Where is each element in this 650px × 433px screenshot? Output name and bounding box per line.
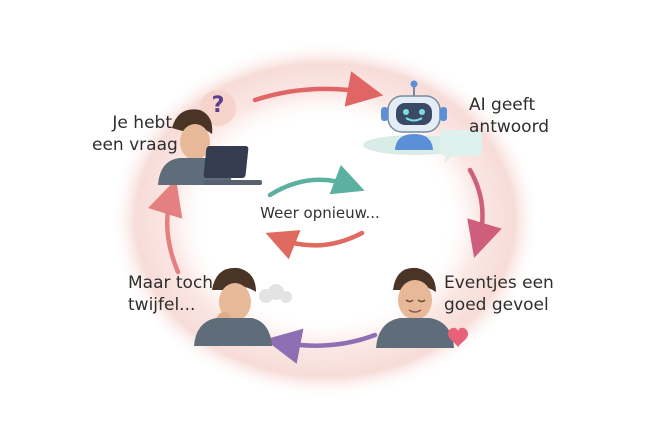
step-label-line: AI geeft — [469, 95, 536, 115]
cloud-icon — [259, 284, 292, 303]
center-arrow-coral — [265, 230, 365, 260]
step-label-doubt: Maar toch twijfel... — [128, 272, 213, 316]
step-label-line: een vraag — [92, 135, 178, 155]
arrow-left — [148, 179, 183, 275]
step-label-line: goed gevoel — [444, 295, 549, 315]
step-label-line: Je hebt — [112, 113, 172, 133]
shirt — [194, 318, 272, 346]
doubting-person — [194, 267, 292, 346]
step-label-question: Je hebt een vraag — [92, 112, 178, 156]
step-label-line: antwoord — [469, 117, 550, 137]
robot-body — [395, 134, 433, 150]
speech-bubble-icon — [440, 130, 482, 164]
step-label-line: twijfel... — [128, 295, 196, 315]
content-person — [376, 267, 468, 348]
center-label: Weer opnieuw... — [260, 204, 380, 222]
center-arrow-teal — [267, 164, 365, 198]
question-mark-icon: ? — [211, 93, 225, 118]
robot-icon — [363, 80, 482, 164]
question-bubble — [200, 90, 236, 126]
face — [180, 124, 210, 160]
arrow-bottom — [264, 328, 378, 364]
face — [219, 283, 251, 321]
person-with-laptop — [158, 90, 262, 185]
laptop-base — [204, 180, 262, 185]
step-label-line: Maar toch — [128, 273, 214, 293]
heart-icon — [448, 327, 468, 348]
face — [398, 280, 432, 320]
arrow-top — [252, 71, 384, 107]
step-label-good-feeling: Eventjes een goed gevoel — [444, 272, 554, 316]
step-label-answer: AI geeft antwoord — [469, 94, 549, 138]
laptop-screen — [203, 146, 249, 178]
step-label-line: Eventjes een — [444, 273, 554, 293]
arrow-right — [467, 167, 502, 258]
shirt — [376, 318, 454, 348]
hair — [212, 267, 256, 292]
